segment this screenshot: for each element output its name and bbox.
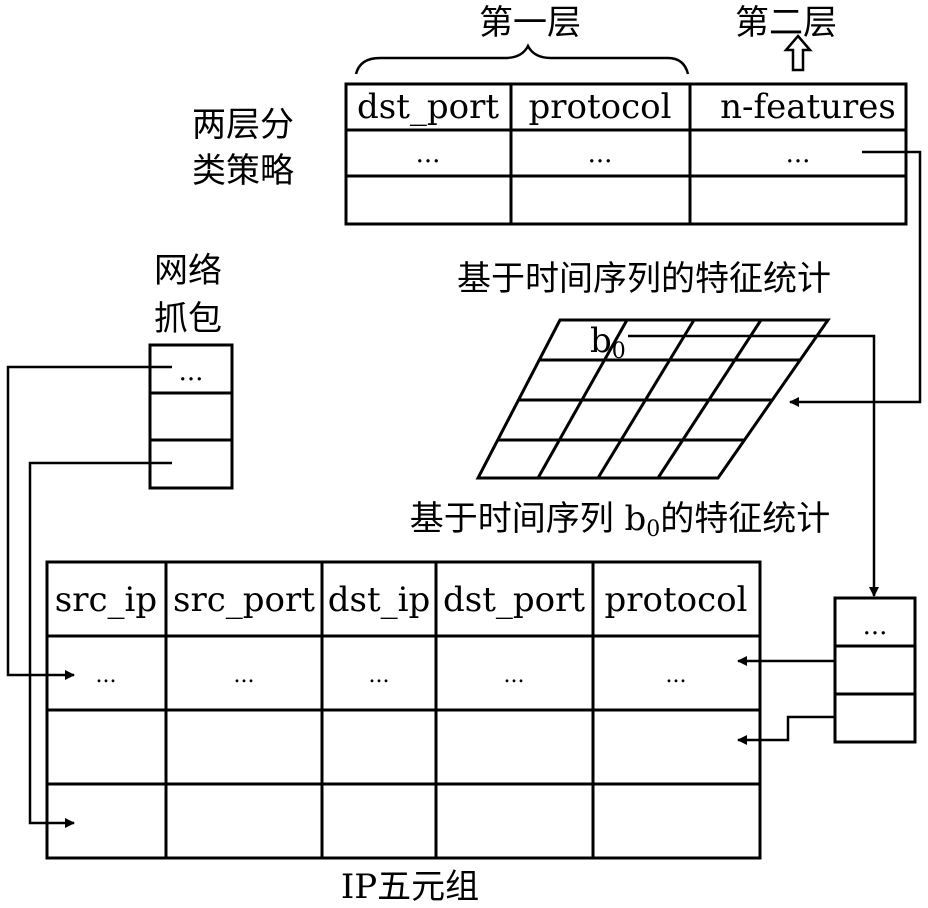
grid-cell-b0: b0 [590, 321, 626, 364]
strategy-to-grid-arrow [789, 150, 922, 407]
strategy-label-line1: 两层分 [192, 105, 294, 145]
tuple-header-src-ip: src_ip [55, 580, 157, 620]
result-cell-1: ... [863, 611, 888, 641]
tuple-header-dst-port: dst_port [443, 580, 585, 620]
tuple-header-protocol: protocol [604, 580, 747, 620]
five-tuple-label: IP五元组 [341, 867, 479, 907]
capture-to-tuple-arrow-1 [6, 365, 172, 680]
strategy-cell-protocol: ... [588, 139, 613, 169]
capture-label-line1: 网络 [154, 251, 222, 291]
tuple-header-src-port: src_port [173, 580, 315, 620]
capture-to-tuple-arrow-2 [28, 461, 172, 828]
layer1-brace [354, 43, 690, 75]
tuple-cell-src-ip: ... [96, 663, 117, 688]
tuple-cell-dst-ip: ... [369, 663, 390, 688]
layer2-label: 第二层 [735, 3, 837, 43]
result-to-tuple-arrow-2 [737, 715, 835, 745]
tuple-header-dst-ip: dst_ip [328, 580, 431, 620]
capture-cell-1: ... [179, 357, 204, 387]
strategy-header-protocol: protocol [528, 87, 671, 127]
layer1-label: 第一层 [479, 3, 581, 43]
five-tuple-table: src_ip src_port dst_ip dst_port protocol… [45, 560, 762, 860]
strategy-header-dst-port: dst_port [357, 87, 499, 127]
b0-stats-label: 基于时间序列 b0的特征统计 [410, 499, 831, 542]
strategy-header-n-features: n-features [720, 87, 896, 127]
tuple-cell-protocol: ... [666, 663, 687, 688]
time-series-stats-label: 基于时间序列的特征统计 [457, 259, 831, 299]
feature-grid: b0 [475, 318, 831, 480]
grid-to-result-arrow [628, 334, 879, 597]
capture-table: ... [148, 343, 234, 490]
tuple-cell-dst-port: ... [504, 663, 525, 688]
result-table: ... [833, 596, 917, 744]
strategy-cell-dst-port: ... [416, 139, 441, 169]
strategy-label-line2: 类策略 [192, 151, 294, 191]
strategy-cell-n-features: ... [786, 139, 811, 169]
tuple-cell-src-port: ... [234, 663, 255, 688]
capture-label-line2: 抓包 [154, 299, 222, 339]
layer2-up-arrow [783, 34, 813, 72]
strategy-table: dst_port protocol n-features ... ... ... [344, 82, 908, 226]
